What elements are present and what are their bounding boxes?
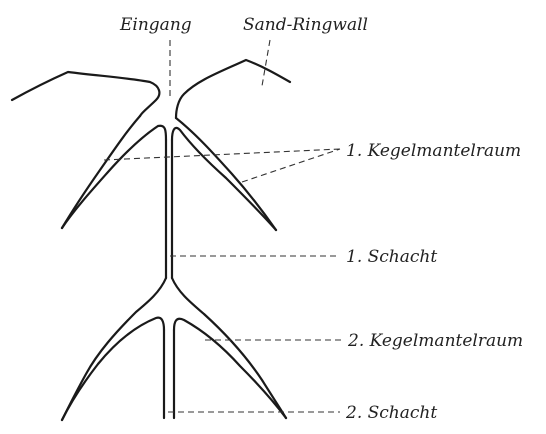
shaft-2-label: 2. Schacht [345, 403, 437, 423]
surface-right [176, 60, 290, 118]
cone-1-left-inner [62, 126, 166, 228]
cone-space-1-label: 1. Kegelmantelraum [346, 141, 521, 161]
cone-space-2-label: 2. Kegelmantelraum [347, 331, 523, 351]
shaft-1-label: 1. Schacht [346, 247, 437, 267]
cone-1-leader-right [242, 149, 340, 182]
cone-2-left-inner [62, 318, 164, 420]
cone-2-right-inner [174, 319, 286, 418]
entrance-label: Eingang [119, 15, 192, 35]
sand-ring-wall-leader [262, 40, 270, 86]
cone-1-right-inner [172, 128, 276, 230]
cone-2-left-outer [62, 278, 166, 420]
surface-left [12, 72, 159, 116]
sand-ring-wall [12, 60, 290, 118]
burrow-walls [62, 116, 286, 420]
cone-1-leader-left [104, 149, 340, 160]
sand-ring-wall-label: Sand-Ringwall [243, 15, 368, 35]
